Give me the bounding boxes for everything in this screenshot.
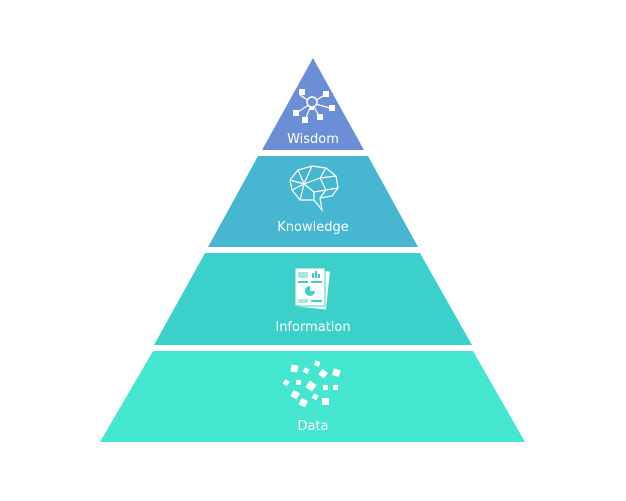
tier-label-wisdom: Wisdom [287,132,339,147]
tier-data: Data [100,351,525,442]
lightbulb-network-icon [293,89,335,123]
scattered-squares-icon [282,360,341,408]
tier-wisdom: Wisdom [262,58,364,150]
tier-knowledge-shape [208,156,418,247]
tier-label-data: Data [297,419,328,434]
report-document-icon [294,267,330,310]
tier-label-information: Information [275,320,350,335]
tier-information: Information [154,253,472,345]
tier-label-knowledge: Knowledge [277,220,348,235]
tier-knowledge: Knowledge [208,156,418,247]
brain-icon [289,165,339,213]
